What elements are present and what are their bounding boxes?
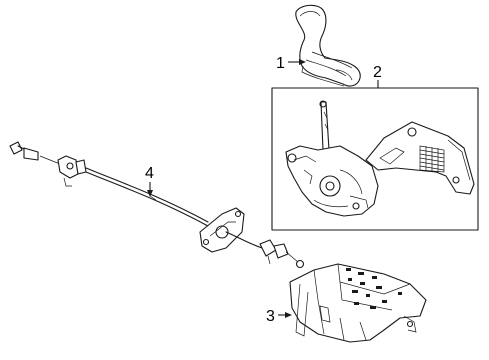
- callout-3: 3: [266, 308, 292, 325]
- shifter-assembly: [271, 87, 479, 231]
- callout-number: 4: [145, 165, 154, 182]
- shift-cable: [9, 141, 305, 269]
- callout-number: 3: [266, 308, 275, 325]
- callout-number: 1: [276, 55, 285, 72]
- base-bracket: [289, 263, 427, 343]
- callout-2: 2: [373, 64, 382, 88]
- callout-4: 4: [145, 165, 154, 197]
- callout-1: 1: [276, 55, 306, 72]
- shift-knob: [295, 4, 361, 87]
- callout-number: 2: [373, 64, 382, 81]
